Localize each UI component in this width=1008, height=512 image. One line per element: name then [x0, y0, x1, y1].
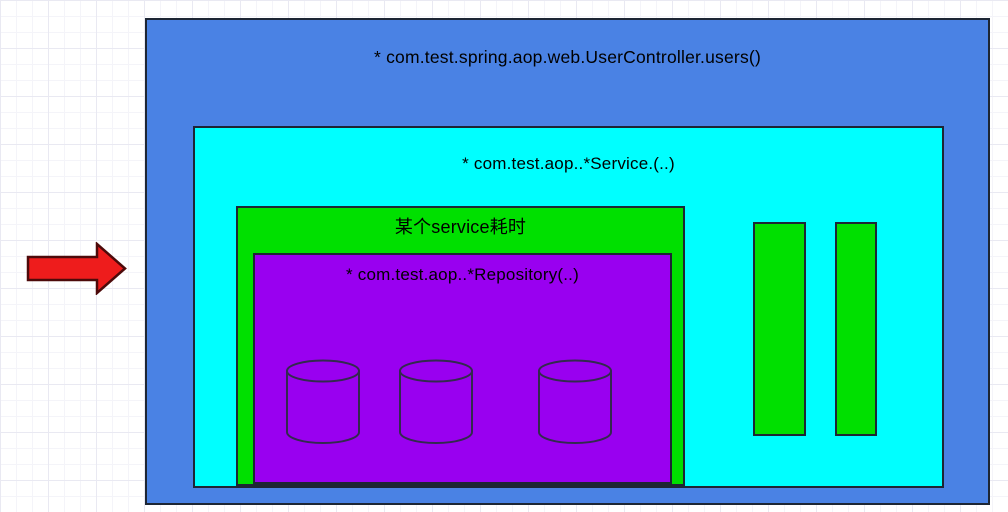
arrow-right-icon [26, 242, 127, 295]
service-timing-label: 某个service耗时 [394, 217, 527, 237]
service-timing-box: 某个service耗时 * com.test.aop..*Repository(… [236, 206, 685, 486]
database-cylinder-icon [399, 359, 473, 444]
service-pointcut-box: * com.test.aop..*Service.(..) 某个service耗… [193, 126, 944, 488]
controller-pointcut-label: * com.test.spring.aop.web.UserController… [374, 47, 761, 67]
controller-pointcut-box: * com.test.spring.aop.web.UserController… [145, 18, 990, 505]
database-cylinder-icon [538, 359, 612, 444]
database-cylinder-icon [286, 359, 360, 444]
service-pointcut-label: * com.test.aop..*Service.(..) [462, 154, 675, 173]
repository-pointcut-box: * com.test.aop..*Repository(..) [253, 253, 672, 484]
repository-pointcut-label: * com.test.aop..*Repository(..) [346, 265, 579, 284]
timing-bar [753, 222, 806, 436]
timing-bar [835, 222, 877, 436]
